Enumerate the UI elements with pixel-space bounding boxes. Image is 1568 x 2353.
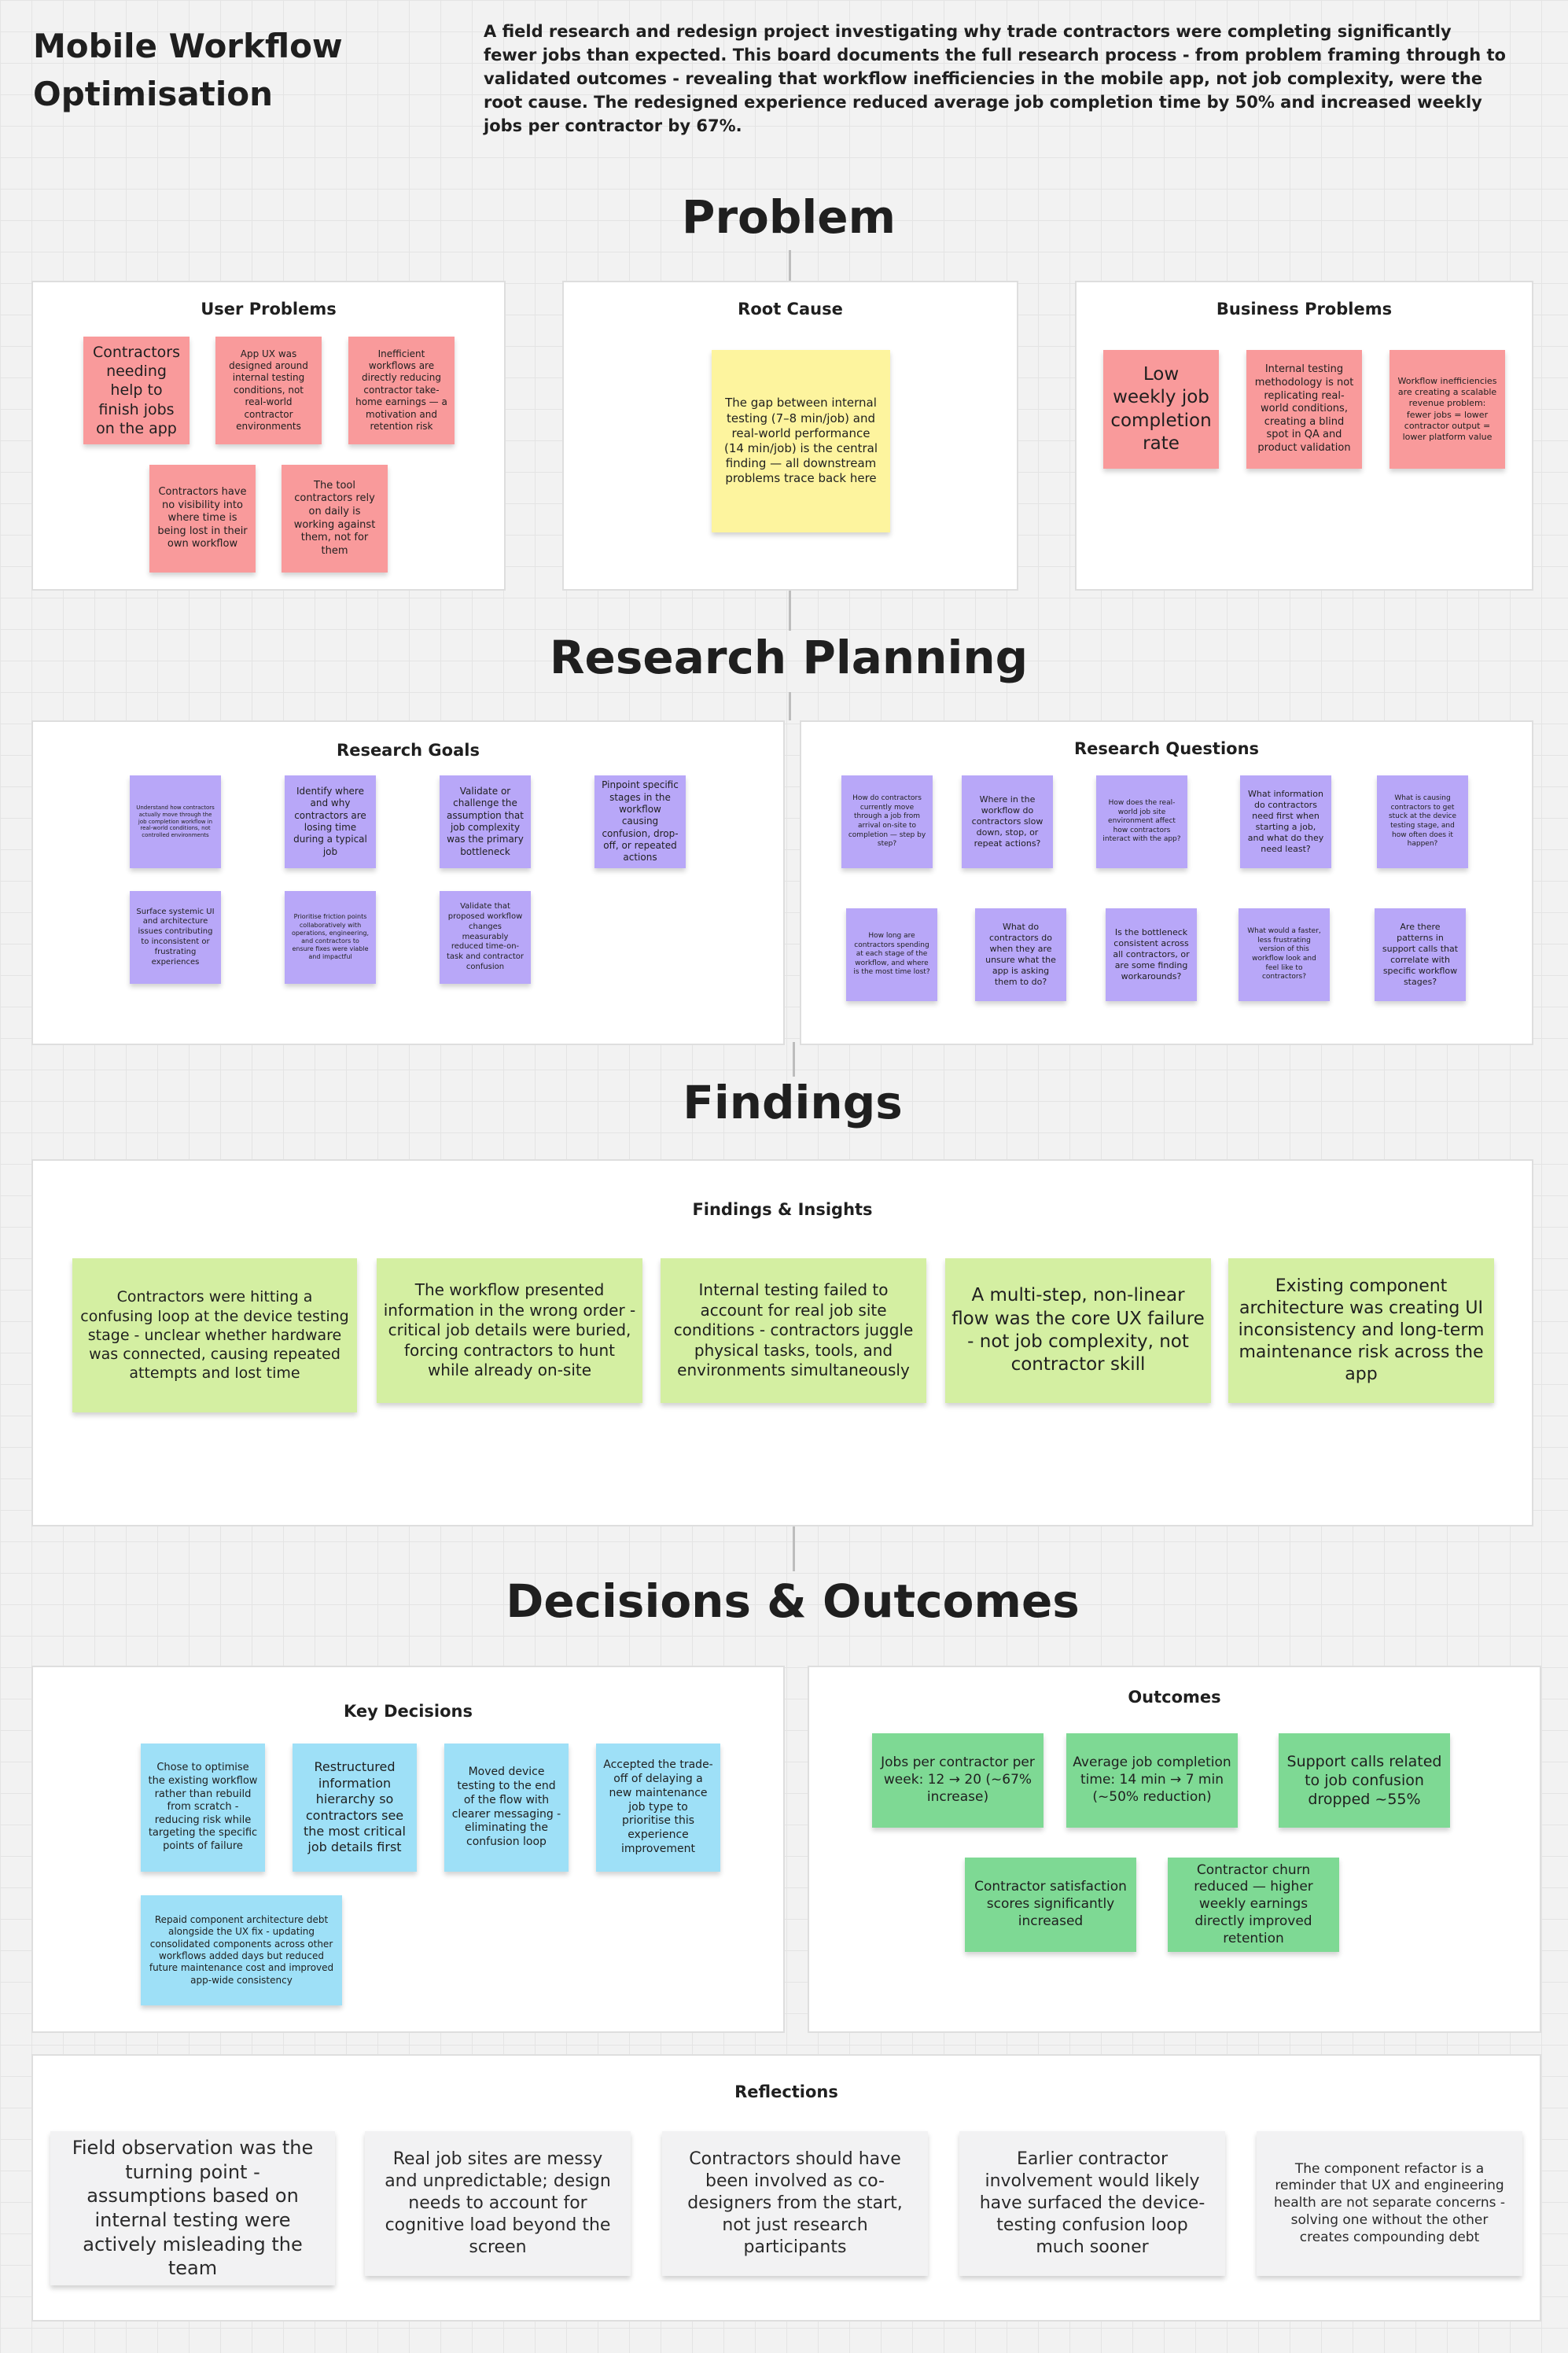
frame-title: Research Goals [337, 741, 480, 760]
sticky-note[interactable]: Identify where and why contractors are l… [285, 775, 376, 868]
sticky-note[interactable]: Existing component architecture was crea… [1228, 1258, 1494, 1403]
sticky-note[interactable]: Inefficient workflows are directly reduc… [348, 337, 455, 444]
sticky-note[interactable]: Prioritise friction points collaborative… [285, 891, 376, 984]
sticky-note[interactable]: Jobs per contractor per week: 12 → 20 (~… [872, 1733, 1043, 1828]
frame-outcomes[interactable]: Outcomes Jobs per contractor per week: 1… [808, 1666, 1541, 2033]
sticky-note[interactable]: What do contractors do when they are uns… [975, 908, 1066, 1001]
frame-research-goals[interactable]: Research Goals Understand how contractor… [31, 720, 785, 1045]
section-heading-research-planning: Research Planning [549, 631, 1029, 684]
sticky-note[interactable]: App UX was designed around internal test… [215, 337, 322, 444]
sticky-note[interactable]: What would a faster, less frustrating ve… [1239, 908, 1330, 1001]
sticky-note[interactable]: Contractor satisfaction scores significa… [965, 1858, 1136, 1952]
frame-title: User Problems [201, 300, 337, 319]
sticky-note[interactable]: A multi-step, non-linear flow was the co… [945, 1258, 1211, 1403]
sticky-note[interactable]: Earlier contractor involvement would lik… [959, 2131, 1225, 2276]
sticky-note[interactable]: Validate or challenge the assumption tha… [440, 775, 531, 868]
sticky-note[interactable]: Restructured information hierarchy so co… [293, 1744, 417, 1872]
section-heading-findings: Findings [683, 1076, 903, 1129]
sticky-note[interactable]: Contractors should have been involved as… [662, 2131, 928, 2276]
sticky-note[interactable]: Understand how contractors actually move… [130, 775, 221, 868]
board-description: A field research and redesign project in… [484, 22, 1506, 135]
sticky-note[interactable]: Internal testing failed to account for r… [661, 1258, 926, 1403]
connector-line [789, 250, 791, 282]
sticky-note[interactable]: Chose to optimise the existing workflow … [141, 1744, 265, 1872]
frame-title: Findings & Insights [692, 1200, 873, 1219]
section-heading-problem: Problem [681, 190, 896, 244]
frame-business-problems[interactable]: Business Problems Low weekly job complet… [1075, 281, 1533, 591]
frame-root-cause[interactable]: Root Cause The gap between internal test… [562, 281, 1018, 591]
connector-line [793, 1042, 795, 1077]
sticky-note[interactable]: Average job completion time: 14 min → 7 … [1066, 1733, 1238, 1828]
sticky-note[interactable]: Is the bottleneck consistent across all … [1106, 908, 1197, 1001]
frame-research-questions[interactable]: Research Questions How do contractors cu… [800, 720, 1533, 1045]
frame-title: Reflections [734, 2082, 838, 2101]
sticky-note[interactable]: Contractors have no visibility into wher… [149, 465, 256, 573]
sticky-note[interactable]: Internal testing methodology is not repl… [1246, 350, 1362, 469]
sticky-note[interactable]: The tool contractors rely on daily is wo… [282, 465, 388, 573]
board-title: Mobile Workflow Optimisation [33, 27, 343, 113]
sticky-note[interactable]: Contractor churn reduced — higher weekly… [1168, 1858, 1339, 1952]
frame-title: Key Decisions [343, 1702, 473, 1721]
frame-reflections[interactable]: Reflections Field observation was the tu… [31, 2054, 1541, 2322]
section-heading-decisions-outcomes: Decisions & Outcomes [506, 1574, 1080, 1628]
frame-title: Research Questions [1073, 739, 1260, 758]
frame-title: Root Cause [738, 300, 843, 319]
sticky-note[interactable]: Validate that proposed workflow changes … [440, 891, 531, 984]
sticky-note[interactable]: Where in the workflow do contractors slo… [962, 775, 1053, 868]
connector-line [789, 590, 791, 631]
sticky-note[interactable]: Low weekly job completion rate [1103, 350, 1219, 469]
sticky-note[interactable]: Support calls related to job confusion d… [1279, 1733, 1450, 1828]
sticky-note[interactable]: Repaid component architecture debt along… [141, 1895, 342, 2005]
frame-user-problems[interactable]: User Problems Contractors needing help t… [31, 281, 506, 591]
sticky-note[interactable]: Surface systemic UI and architecture iss… [130, 891, 221, 984]
sticky-note[interactable]: The gap between internal testing (7–8 mi… [712, 350, 890, 532]
sticky-note[interactable]: The workflow presented information in th… [377, 1258, 642, 1403]
connector-line [789, 692, 791, 720]
frame-key-decisions[interactable]: Key Decisions Chose to optimise the exis… [31, 1666, 785, 2033]
sticky-note[interactable]: Accepted the trade-off of delaying a new… [596, 1744, 720, 1872]
sticky-note[interactable]: Contractors were hitting a confusing loo… [72, 1258, 357, 1412]
frame-title: Outcomes [1128, 1688, 1221, 1707]
sticky-note[interactable]: Pinpoint specific stages in the workflow… [594, 775, 686, 868]
sticky-note[interactable]: How long are contractors spending at eac… [846, 908, 937, 1001]
connector-line [793, 1526, 795, 1571]
sticky-note[interactable]: How do contractors currently move throug… [841, 775, 933, 868]
sticky-note[interactable]: Workflow inefficiencies are creating a s… [1389, 350, 1505, 469]
sticky-note[interactable]: Contractors needing help to finish jobs … [83, 337, 190, 444]
sticky-note[interactable]: The component refactor is a reminder tha… [1257, 2131, 1522, 2276]
sticky-note[interactable]: What is causing contractors to get stuck… [1377, 775, 1468, 868]
sticky-note[interactable]: What information do contractors need fir… [1240, 775, 1331, 868]
sticky-note[interactable]: Field observation was the turning point … [50, 2131, 335, 2285]
sticky-note[interactable]: Are there patterns in support calls that… [1375, 908, 1466, 1001]
frame-findings-insights[interactable]: Findings & Insights Contractors were hit… [31, 1159, 1533, 1526]
sticky-note[interactable]: Real job sites are messy and unpredictab… [365, 2131, 631, 2276]
sticky-note[interactable]: Moved device testing to the end of the f… [444, 1744, 569, 1872]
frame-title: Business Problems [1216, 300, 1393, 319]
sticky-note[interactable]: How does the real-world job site environ… [1096, 775, 1187, 868]
